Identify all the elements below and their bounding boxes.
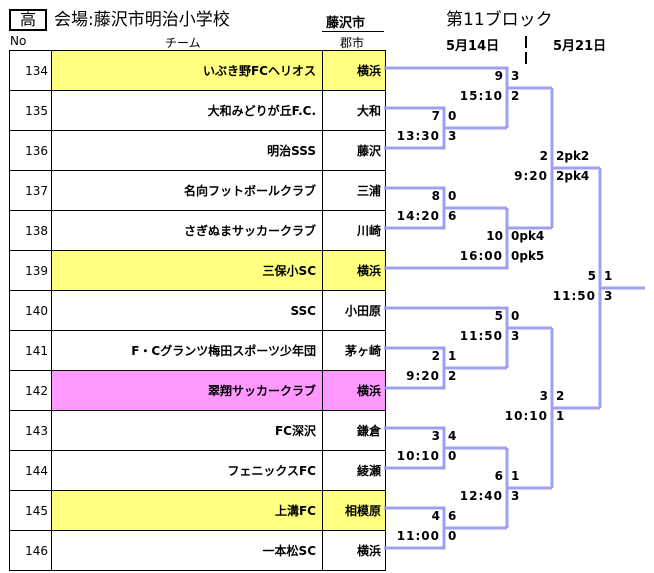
score-bottom: 3: [604, 289, 613, 303]
team-name: 明治SSS: [51, 130, 323, 171]
team-name: 翠翔サッカークラブ: [51, 370, 323, 411]
team-number: 137: [9, 170, 52, 211]
match-number: 5: [587, 269, 596, 283]
team-name: さぎぬまサッカークラブ: [51, 210, 323, 251]
column-header-city: 郡市: [340, 36, 365, 50]
team-name: いぶき野FCヘリオス: [51, 50, 323, 91]
score-top: 0: [448, 109, 457, 123]
team-number: 144: [9, 450, 52, 491]
match-time: 15:10: [459, 89, 503, 103]
score-bottom: 1: [556, 409, 565, 423]
match-number: 3: [539, 389, 548, 403]
score-bottom: 6: [448, 209, 457, 223]
category-badge: 高: [9, 9, 47, 31]
score-bottom: 3: [511, 329, 520, 343]
score-top: 1: [448, 349, 457, 363]
bracket-line: [384, 66, 509, 128]
bracket-line: [384, 306, 509, 368]
score-top: 1: [511, 469, 520, 483]
match-number: 2: [431, 349, 440, 363]
score-bottom: 2: [511, 89, 520, 103]
match-time: 13:30: [396, 129, 440, 143]
team-city: 相模原: [322, 490, 386, 531]
match-time: 9:20: [406, 369, 440, 383]
team-city: 三浦: [322, 170, 386, 211]
team-city: 横浜: [322, 250, 386, 291]
team-number: 146: [9, 530, 52, 571]
score-bottom: 0: [448, 449, 457, 463]
team-name: FC深沢: [51, 410, 323, 451]
match-time: 10:10: [504, 409, 548, 423]
match-time: 14:20: [396, 209, 440, 223]
match-time: 9:20: [514, 169, 548, 183]
match-number: 8: [431, 189, 440, 203]
team-number: 143: [9, 410, 52, 451]
score-top: 1: [604, 269, 613, 283]
score-top: 0: [511, 309, 520, 323]
round2-date: 5月21日: [553, 39, 607, 54]
match-number: 6: [494, 469, 503, 483]
team-city: 小田原: [322, 290, 386, 331]
score-top: 2: [556, 389, 565, 403]
match-number: 7: [431, 109, 440, 123]
venue-title: 会場:藤沢市明治小学校: [54, 10, 230, 30]
team-city: 藤沢: [322, 130, 386, 171]
round1-date: 5月14日: [446, 39, 500, 54]
match-time: 16:00: [459, 249, 503, 263]
match-number: 2: [539, 149, 548, 163]
score-bottom: 2: [448, 369, 457, 383]
score-top: 2pk2: [556, 149, 590, 163]
team-city: 鎌倉: [322, 410, 386, 451]
match-number: 5: [494, 309, 503, 323]
score-top: 3: [511, 69, 520, 83]
team-city: 大和: [322, 90, 386, 131]
score-top: 0: [448, 189, 457, 203]
match-time: 11:50: [552, 289, 596, 303]
date-separator: [525, 36, 527, 48]
match-number: 3: [431, 429, 440, 443]
score-bottom: 0pk5: [511, 249, 545, 263]
match-number: 9: [494, 69, 503, 83]
date-separator-lower: [525, 52, 527, 64]
team-number: 135: [9, 90, 52, 131]
match-time: 10:10: [396, 449, 440, 463]
score-bottom: 3: [448, 129, 457, 143]
team-name: SSC: [51, 290, 323, 331]
block-title: 第11ブロック: [446, 10, 553, 30]
match-number: 10: [486, 229, 503, 243]
team-city: 横浜: [322, 370, 386, 411]
host-underline: [322, 31, 384, 32]
match-number: 4: [431, 509, 440, 523]
team-city: 横浜: [322, 50, 386, 91]
score-bottom: 3: [511, 489, 520, 503]
score-top: 6: [448, 509, 457, 523]
match-time: 11:00: [396, 529, 440, 543]
team-number: 139: [9, 250, 52, 291]
host-city: 藤沢市: [326, 16, 366, 31]
match-time: 12:40: [459, 489, 503, 503]
team-name: 一本松SC: [51, 530, 323, 571]
score-bottom: 0: [448, 529, 457, 543]
match-time: 11:50: [459, 329, 503, 343]
score-top: 0pk4: [511, 229, 545, 243]
team-city: 綾瀬: [322, 450, 386, 491]
team-city: 横浜: [322, 530, 386, 571]
column-header-team: チーム: [165, 36, 201, 50]
team-name: 上溝FC: [51, 490, 323, 531]
score-bottom: 2pk4: [556, 169, 590, 183]
score-top: 4: [448, 429, 457, 443]
column-header-no: No: [10, 34, 27, 48]
team-number: 141: [9, 330, 52, 371]
